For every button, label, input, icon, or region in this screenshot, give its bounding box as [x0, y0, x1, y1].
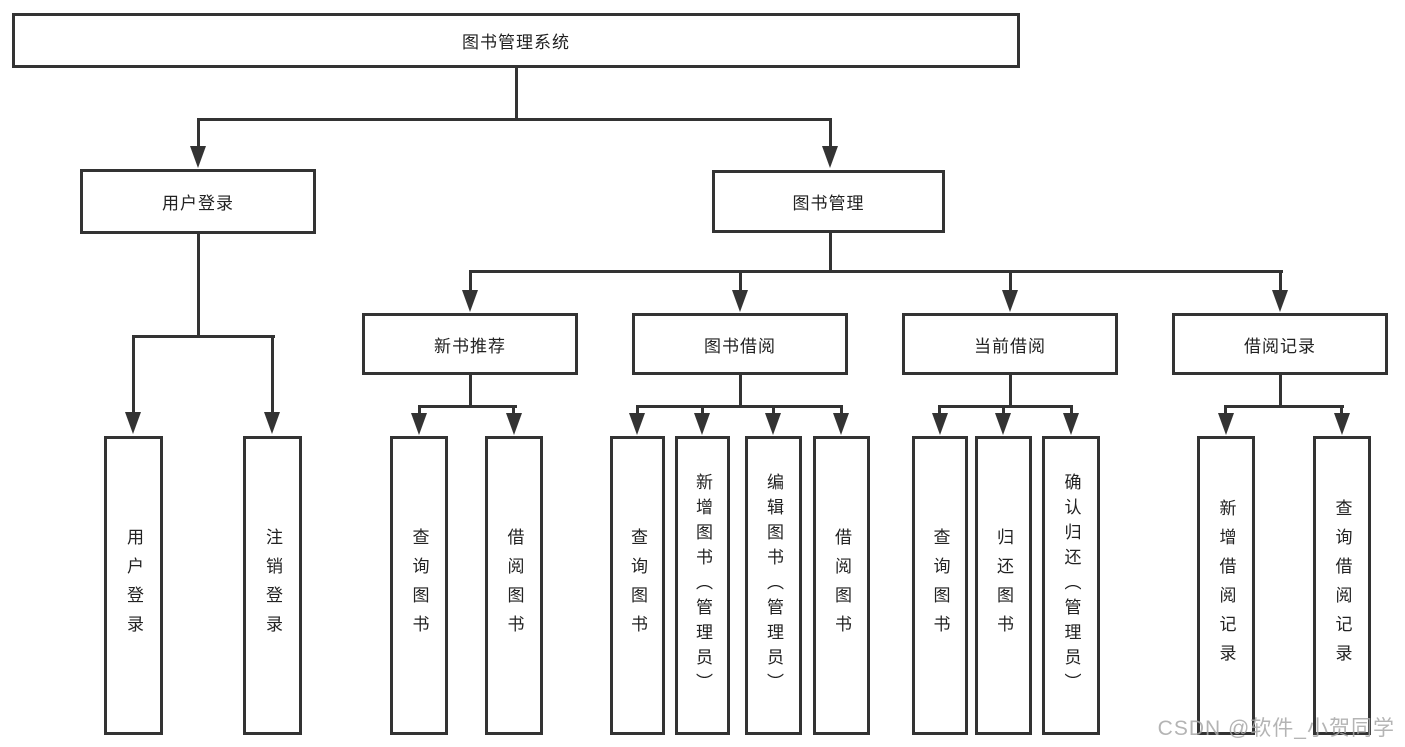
- connector-line: [197, 234, 200, 338]
- node-root: 图书管理系统: [12, 13, 1020, 68]
- arrowhead-icon: [190, 146, 206, 168]
- arrowhead-icon: [732, 290, 748, 312]
- leaf-current-query-label: 查询图书: [930, 527, 950, 644]
- connector-line: [132, 335, 135, 413]
- connector-line: [739, 375, 742, 408]
- arrowhead-icon: [1218, 413, 1234, 435]
- connector-line: [939, 405, 1073, 408]
- leaf-borrow-add: 新增图书（管理员）: [675, 436, 730, 735]
- leaf-newbooks-borrow: 借阅图书: [485, 436, 543, 735]
- connector-line: [636, 405, 843, 408]
- leaf-records-add-label: 新增借阅记录: [1216, 498, 1236, 673]
- connector-line: [840, 405, 843, 415]
- arrowhead-icon: [264, 412, 280, 434]
- arrowhead-icon: [629, 413, 645, 435]
- leaf-logout: 注销登录: [243, 436, 302, 735]
- leaf-borrow-query-label: 查询图书: [628, 527, 647, 644]
- leaf-user-login-label: 用户登录: [124, 527, 143, 644]
- node-user-login: 用户登录: [80, 169, 316, 234]
- connector-line: [469, 270, 1283, 273]
- leaf-current-return: 归还图书: [975, 436, 1032, 735]
- arrowhead-icon: [995, 413, 1011, 435]
- node-root-label: 图书管理系统: [462, 33, 570, 52]
- arrowhead-icon: [1002, 290, 1018, 312]
- arrowhead-icon: [694, 413, 710, 435]
- node-book-mgmt-label: 图书管理: [792, 194, 865, 213]
- connector-line: [1009, 375, 1012, 408]
- connector-line: [1279, 375, 1282, 408]
- connector-line: [132, 335, 275, 338]
- leaf-borrow-query: 查询图书: [610, 436, 665, 735]
- leaf-current-confirm-label: 确认归还（管理员）: [1061, 473, 1081, 698]
- connector-line: [829, 233, 832, 273]
- leaf-borrow-borrow-label: 借阅图书: [832, 527, 851, 644]
- connector-line: [1009, 270, 1012, 292]
- connector-line: [515, 68, 518, 121]
- leaf-user-login: 用户登录: [104, 436, 163, 735]
- connector-line: [512, 405, 515, 415]
- leaf-borrow-borrow: 借阅图书: [813, 436, 870, 735]
- node-book-mgmt: 图书管理: [712, 170, 945, 233]
- leaf-records-query-label: 查询借阅记录: [1332, 498, 1352, 673]
- arrowhead-icon: [932, 413, 948, 435]
- arrowhead-icon: [1063, 413, 1079, 435]
- leaf-current-return-label: 归还图书: [994, 527, 1013, 644]
- arrowhead-icon: [833, 413, 849, 435]
- connector-line: [1224, 405, 1227, 415]
- leaf-records-add: 新增借阅记录: [1197, 436, 1255, 735]
- connector-line: [772, 405, 775, 415]
- node-new-books-label: 新书推荐: [434, 336, 506, 356]
- node-current-borrow-label: 当前借阅: [974, 336, 1046, 356]
- connector-line: [469, 270, 472, 292]
- connector-line: [418, 405, 421, 415]
- connector-line: [1340, 405, 1343, 415]
- connector-line: [701, 405, 704, 415]
- connector-line: [636, 405, 639, 415]
- arrowhead-icon: [1334, 413, 1350, 435]
- arrowhead-icon: [822, 146, 838, 168]
- arrowhead-icon: [462, 290, 478, 312]
- connector-line: [1070, 405, 1073, 415]
- arrowhead-icon: [765, 413, 781, 435]
- arrowhead-icon: [411, 413, 427, 435]
- node-current-borrow: 当前借阅: [902, 313, 1118, 375]
- connector-line: [197, 118, 832, 121]
- node-new-books: 新书推荐: [362, 313, 578, 375]
- arrowhead-icon: [506, 413, 522, 435]
- connector-line: [1225, 405, 1344, 408]
- connector-line: [938, 405, 941, 415]
- connector-line: [1279, 270, 1282, 292]
- leaf-borrow-add-label: 新增图书（管理员）: [693, 473, 712, 698]
- arrowhead-icon: [1272, 290, 1288, 312]
- arrowhead-icon: [125, 412, 141, 434]
- connector-line: [418, 405, 517, 408]
- leaf-records-query: 查询借阅记录: [1313, 436, 1371, 735]
- node-book-borrow-label: 图书借阅: [704, 336, 776, 356]
- leaf-newbooks-query: 查询图书: [390, 436, 448, 735]
- node-borrow-records: 借阅记录: [1172, 313, 1388, 375]
- connector-line: [197, 118, 200, 147]
- node-borrow-records-label: 借阅记录: [1244, 336, 1316, 356]
- leaf-newbooks-query-label: 查询图书: [409, 527, 429, 644]
- connector-line: [739, 270, 742, 292]
- leaf-borrow-edit: 编辑图书（管理员）: [745, 436, 802, 735]
- node-book-borrow: 图书借阅: [632, 313, 848, 375]
- node-user-login-label: 用户登录: [162, 194, 234, 213]
- leaf-borrow-edit-label: 编辑图书（管理员）: [764, 473, 783, 698]
- connector-line: [829, 118, 832, 147]
- connector-line: [469, 375, 472, 408]
- connector-line: [1002, 405, 1005, 415]
- connector-line: [271, 335, 274, 413]
- leaf-current-confirm: 确认归还（管理员）: [1042, 436, 1100, 735]
- leaf-logout-label: 注销登录: [263, 527, 282, 644]
- leaf-newbooks-borrow-label: 借阅图书: [504, 527, 524, 644]
- watermark: CSDN @软件_小贺同学: [1157, 717, 1395, 740]
- leaf-current-query: 查询图书: [912, 436, 968, 735]
